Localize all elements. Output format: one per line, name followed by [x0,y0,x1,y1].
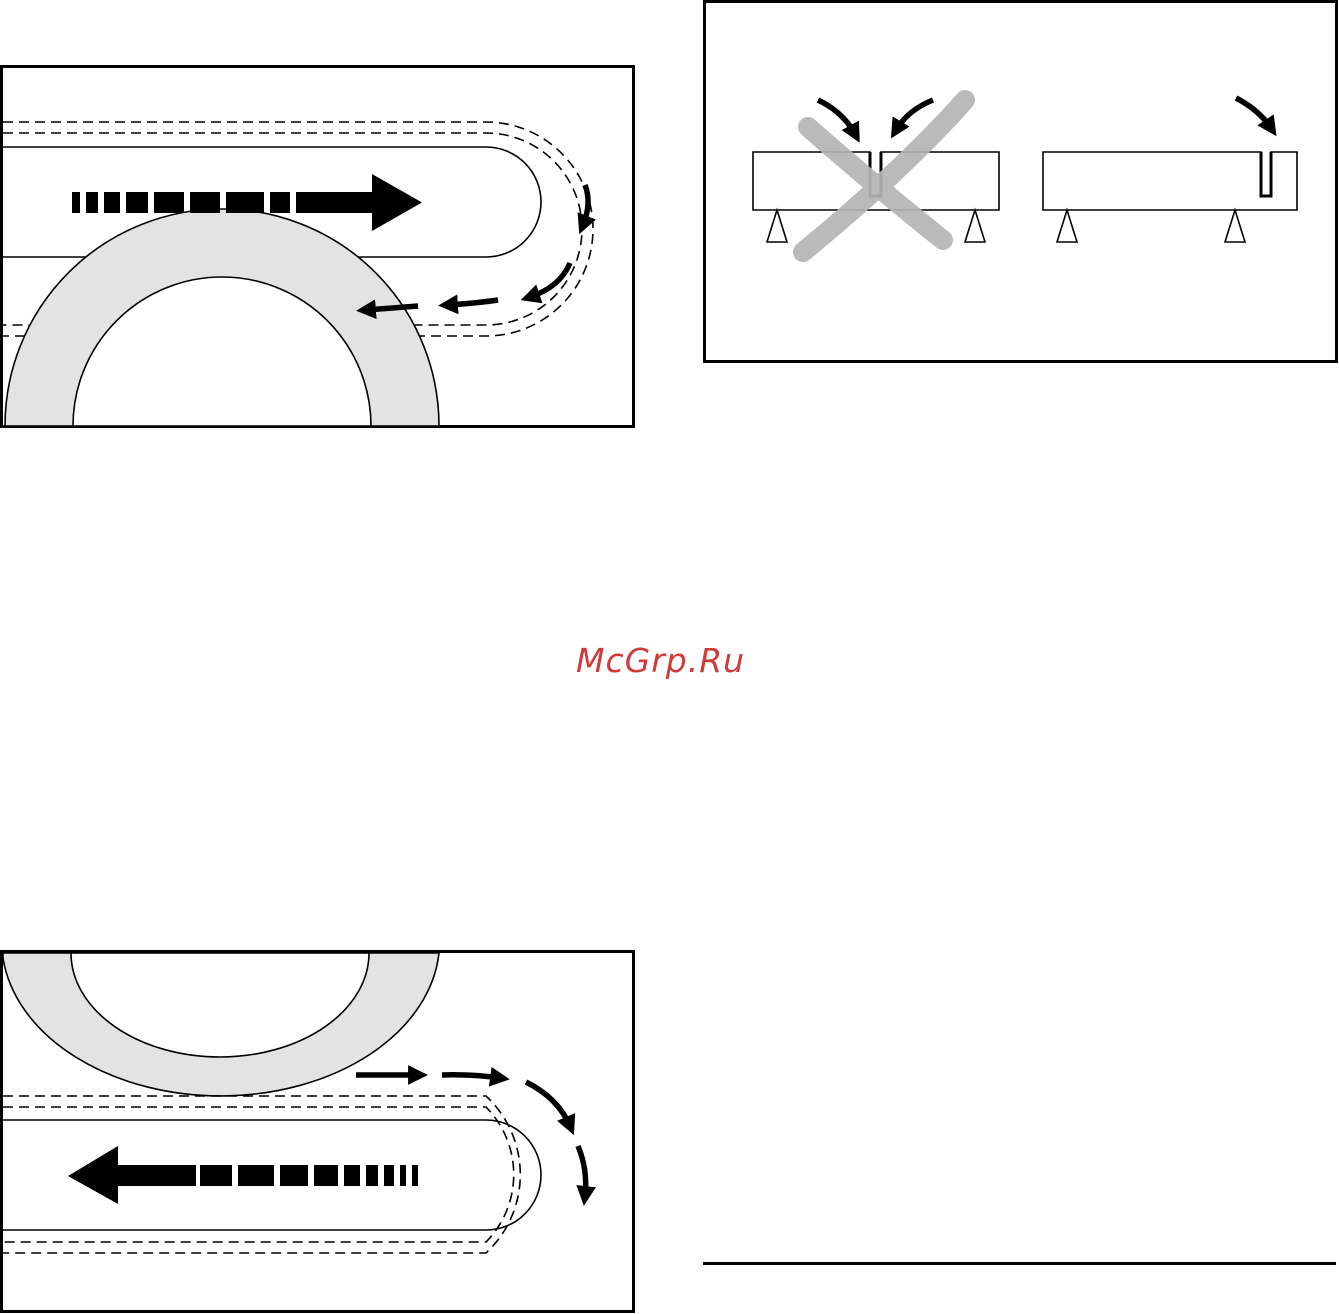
drum-forward-diagram [0,65,636,429]
bottom-rule [703,1262,1336,1265]
drum-reverse-diagram [0,950,636,1314]
notch-placement-diagram [703,0,1339,364]
watermark-text: McGrp.Ru [576,641,776,680]
